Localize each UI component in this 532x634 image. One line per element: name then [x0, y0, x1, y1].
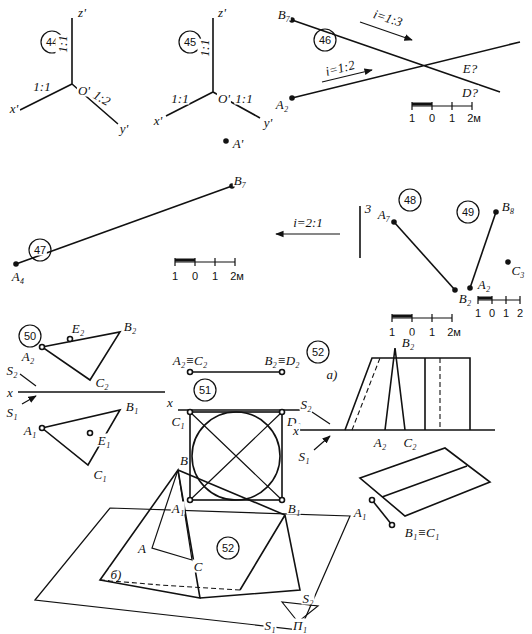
point-label: x [292, 424, 300, 437]
point-label: B₂≡D₂ [263, 354, 300, 367]
figure-number: 1 [211, 271, 219, 282]
figure-number: 46 [318, 35, 332, 46]
point-label: x [166, 396, 174, 409]
point-label: a) [326, 368, 339, 381]
point-label: C₁ [170, 415, 185, 428]
point-label: S₁ [5, 406, 18, 419]
point-label: 1:2 [90, 88, 113, 109]
figure-number: 49 [461, 207, 475, 218]
figure-number: 1 [408, 113, 416, 124]
figure-number: 2 [516, 308, 524, 319]
figure-number: 0 [428, 113, 436, 124]
figure-number: 1 [388, 327, 396, 338]
point-label: i=1:3 [371, 7, 405, 29]
point-label: B₂ [458, 292, 472, 305]
figure-number: 50 [23, 331, 37, 342]
point-label: B₁ [287, 502, 301, 515]
point-label: E₁ [97, 434, 111, 447]
point-label: x [6, 386, 14, 399]
point-label: O' [77, 84, 91, 97]
point-label: y' [263, 116, 274, 129]
point-label: A' [232, 137, 245, 150]
point-label: П₁ [292, 618, 308, 631]
point-label: i=2:1 [292, 216, 324, 229]
point-label: 1:1 [56, 34, 69, 53]
point-label: S₂ [299, 398, 312, 411]
point-label: б) [110, 568, 123, 581]
figure-number: 1 [171, 271, 179, 282]
point-label: A₇ [377, 208, 391, 221]
figure-number: 2м [229, 271, 245, 282]
point-label: B [179, 454, 189, 467]
point-label: 1:1 [198, 38, 211, 57]
point-label: A₂ [21, 350, 35, 363]
point-label: S₂ [301, 592, 314, 605]
figure-number: 0 [488, 308, 496, 319]
point-label: z' [217, 6, 227, 19]
point-label: B₇ [277, 8, 291, 21]
point-label: 1:1 [32, 80, 51, 93]
point-label: B₁ [125, 400, 139, 413]
figure-number: 0 [191, 271, 199, 282]
point-label: S₂ [5, 364, 18, 377]
figure-number: 1 [428, 327, 436, 338]
point-label: z' [77, 6, 87, 19]
point-label: B₁≡C₁ [404, 526, 440, 539]
point-label: x' [9, 102, 20, 115]
point-label: A₁ [353, 506, 367, 519]
figure-number: 45 [183, 37, 197, 48]
point-label: B₇ [233, 174, 247, 187]
point-label: C₃ [510, 264, 525, 277]
figure-number: 1 [502, 308, 510, 319]
point-label: B₂ [401, 336, 415, 349]
point-label: D? [461, 86, 479, 99]
point-label: A₂ [477, 278, 491, 291]
point-label: S₁ [263, 618, 276, 631]
figure-number: 2м [466, 113, 482, 124]
point-label: A [137, 542, 147, 555]
point-label: O' [217, 92, 231, 105]
point-label: A₂ [275, 98, 289, 111]
point-label: E₂ [71, 322, 85, 335]
point-label: C [193, 560, 204, 573]
figure-number: 47 [33, 245, 47, 256]
figure-number: 52 [221, 543, 235, 554]
point-label: B₈ [501, 200, 515, 213]
figure-number: 1 [448, 113, 456, 124]
figure-number: 2м [446, 327, 462, 338]
figure-number: 52 [311, 347, 325, 358]
point-label: B₂ [123, 320, 137, 333]
point-label: y' [119, 122, 130, 135]
point-label: 1:1 [234, 92, 253, 105]
point-label: A₄ [11, 270, 25, 283]
point-label: x' [153, 114, 164, 127]
point-label: A₁ [23, 424, 37, 437]
point-label: 3 [364, 202, 373, 215]
point-label: A₂≡C₂ [172, 354, 208, 367]
point-label: A₂ [373, 436, 387, 449]
point-label: A₁ [171, 502, 185, 515]
point-label: S₁ [297, 450, 310, 463]
figure-number: 1 [474, 308, 482, 319]
point-label: E? [462, 62, 478, 75]
point-label: C₁ [92, 468, 107, 481]
point-label: C₂ [94, 376, 109, 389]
figure-number: 51 [198, 385, 212, 396]
point-label: C₂ [402, 436, 417, 449]
point-label: 1:1 [170, 92, 189, 105]
figure-number: 48 [403, 195, 417, 206]
